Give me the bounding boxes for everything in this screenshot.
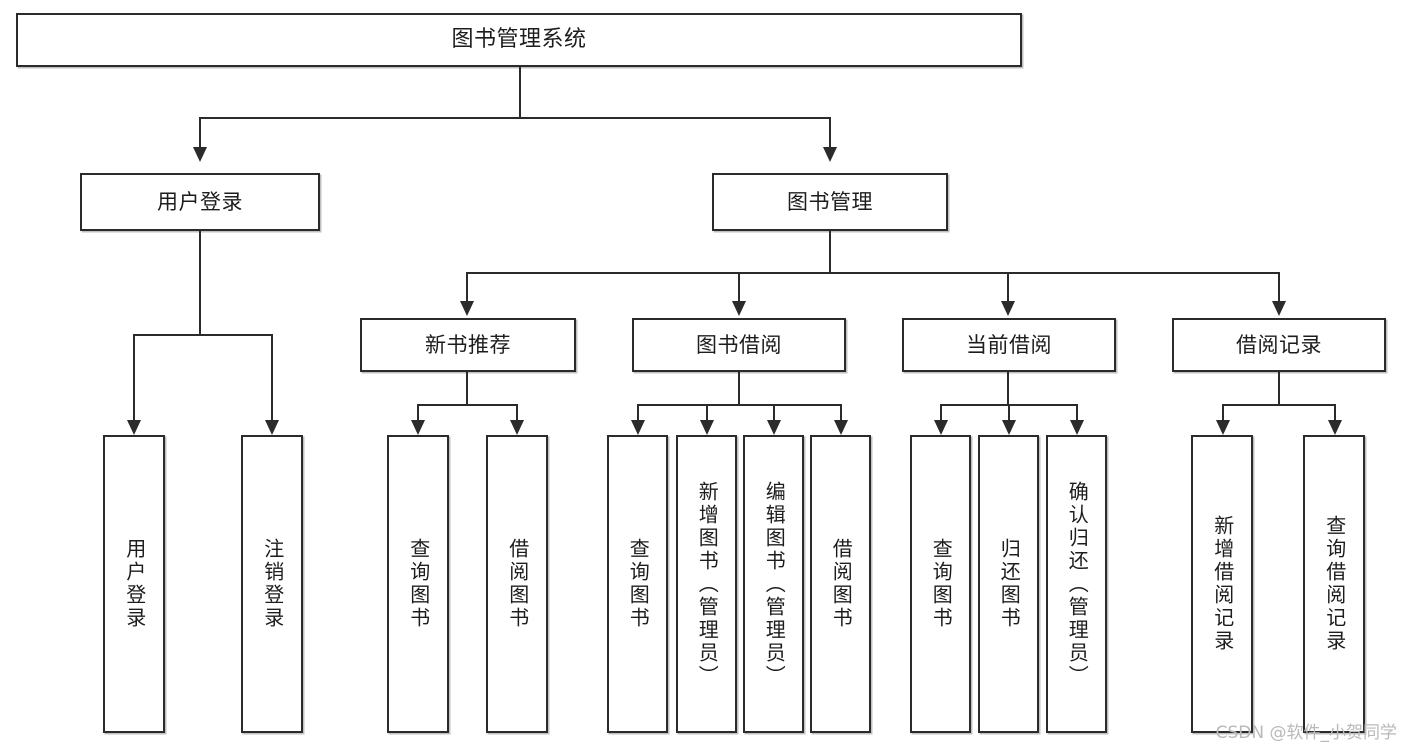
leaf-book-borrow-add[interactable]: 新增图书（管理员） bbox=[676, 435, 737, 733]
connector-user-login-to-leaf-1 bbox=[133, 334, 135, 420]
node-label: 图书借阅 bbox=[696, 332, 782, 357]
leaf-book-borrow-query[interactable]: 查询图书 bbox=[607, 435, 668, 733]
leaf-borrow-record-add[interactable]: 新增借阅记录 bbox=[1191, 435, 1253, 733]
arrow-book-borrow-to-leaf-4 bbox=[834, 420, 848, 435]
connector-root-bar bbox=[199, 117, 831, 119]
node-label: 当前借阅 bbox=[966, 332, 1052, 357]
leaf-user-login-login[interactable]: 用户登录 bbox=[103, 435, 165, 733]
node-label: 用户登录 bbox=[122, 538, 147, 630]
node-label: 查询借阅记录 bbox=[1322, 515, 1347, 653]
connector-book-borrow-to-leaf-1 bbox=[637, 404, 639, 422]
node-label: 编辑图书（管理员） bbox=[762, 480, 787, 688]
connector-borrow-record-stem bbox=[1278, 372, 1280, 405]
arrow-user-login-to-leaf-2 bbox=[265, 420, 279, 435]
connector-current-borrow-to-leaf-2 bbox=[1008, 404, 1010, 422]
arrow-new-book-to-leaf-2 bbox=[510, 420, 524, 435]
arrow-borrow-record-to-leaf-1 bbox=[1216, 420, 1230, 435]
connector-current-borrow-stem bbox=[1007, 372, 1009, 405]
connector-book-manage-to-current bbox=[1007, 272, 1009, 301]
node-label: 借阅记录 bbox=[1236, 332, 1322, 357]
leaf-new-book-query[interactable]: 查询图书 bbox=[387, 435, 449, 733]
arrow-user-login-to-leaf-1 bbox=[127, 420, 141, 435]
connector-root-to-user-login bbox=[199, 117, 201, 147]
connector-book-manage-to-new-book bbox=[466, 272, 468, 301]
csdn-watermark: CSDN @软件_小贺同学 bbox=[1215, 723, 1397, 743]
connector-new-book-bar bbox=[417, 404, 517, 406]
connector-book-borrow-to-leaf-2 bbox=[706, 404, 708, 422]
node-new-book-recommend[interactable]: 新书推荐 bbox=[360, 318, 576, 372]
connector-borrow-record-to-leaf-2 bbox=[1334, 404, 1336, 422]
connector-book-manage-bar bbox=[466, 272, 1280, 274]
node-book-management[interactable]: 图书管理 bbox=[712, 173, 948, 231]
connector-borrow-record-bar bbox=[1222, 404, 1336, 406]
arrow-book-borrow-to-leaf-2 bbox=[700, 420, 714, 435]
leaf-user-login-logout[interactable]: 注销登录 bbox=[241, 435, 303, 733]
node-label: 用户登录 bbox=[157, 189, 243, 214]
connector-book-manage-to-borrow bbox=[738, 272, 740, 301]
arrow-book-borrow-to-leaf-1 bbox=[631, 420, 645, 435]
node-root-library-system[interactable]: 图书管理系统 bbox=[16, 13, 1022, 67]
connector-book-borrow-to-leaf-3 bbox=[773, 404, 775, 422]
node-user-login[interactable]: 用户登录 bbox=[80, 173, 320, 231]
node-current-borrow[interactable]: 当前借阅 bbox=[902, 318, 1116, 372]
arrow-book-manage-to-new-book bbox=[460, 301, 474, 316]
node-label: 图书管理系统 bbox=[451, 27, 587, 53]
connector-book-borrow-bar bbox=[637, 404, 842, 406]
connector-new-book-to-leaf-2 bbox=[516, 404, 518, 422]
arrow-current-borrow-to-leaf-2 bbox=[1002, 420, 1016, 435]
arrow-book-manage-to-current bbox=[1001, 301, 1015, 316]
arrow-book-manage-to-borrow bbox=[732, 301, 746, 316]
connector-root-to-book-manage bbox=[829, 117, 831, 147]
leaf-current-borrow-query[interactable]: 查询图书 bbox=[910, 435, 971, 733]
node-label: 确认归还（管理员） bbox=[1065, 480, 1090, 688]
node-label: 查询图书 bbox=[406, 538, 431, 630]
arrow-book-manage-to-record bbox=[1272, 301, 1286, 316]
connector-borrow-record-to-leaf-1 bbox=[1222, 404, 1224, 422]
node-label: 注销登录 bbox=[260, 538, 285, 630]
connector-user-login-bar bbox=[133, 334, 272, 336]
leaf-current-borrow-return[interactable]: 归还图书 bbox=[978, 435, 1039, 733]
node-label: 新书推荐 bbox=[425, 332, 511, 357]
arrow-root-to-book-manage bbox=[823, 147, 837, 162]
connector-root-stem bbox=[519, 67, 521, 118]
connector-book-manage-stem bbox=[829, 231, 831, 273]
connector-current-borrow-to-leaf-1 bbox=[940, 404, 942, 422]
leaf-borrow-record-query[interactable]: 查询借阅记录 bbox=[1303, 435, 1365, 733]
leaf-new-book-borrow[interactable]: 借阅图书 bbox=[486, 435, 548, 733]
connector-user-login-stem bbox=[199, 231, 201, 335]
node-label: 图书管理 bbox=[787, 189, 873, 214]
node-label: 查询图书 bbox=[929, 538, 954, 630]
node-label: 新增借阅记录 bbox=[1210, 515, 1235, 653]
leaf-book-borrow-borrow[interactable]: 借阅图书 bbox=[810, 435, 871, 733]
connector-current-borrow-to-leaf-3 bbox=[1076, 404, 1078, 422]
connector-book-manage-to-record bbox=[1278, 272, 1280, 301]
connector-book-borrow-stem bbox=[738, 372, 740, 405]
node-label: 新增图书（管理员） bbox=[695, 480, 720, 688]
arrow-current-borrow-to-leaf-3 bbox=[1070, 420, 1084, 435]
node-book-borrow[interactable]: 图书借阅 bbox=[632, 318, 846, 372]
arrow-new-book-to-leaf-1 bbox=[411, 420, 425, 435]
node-borrow-record[interactable]: 借阅记录 bbox=[1172, 318, 1386, 372]
node-label: 借阅图书 bbox=[829, 538, 854, 630]
node-label: 归还图书 bbox=[997, 538, 1022, 630]
connector-book-borrow-to-leaf-4 bbox=[840, 404, 842, 422]
connector-user-login-to-leaf-2 bbox=[271, 334, 273, 420]
leaf-book-borrow-edit[interactable]: 编辑图书（管理员） bbox=[743, 435, 804, 733]
arrow-borrow-record-to-leaf-2 bbox=[1328, 420, 1342, 435]
node-label: 查询图书 bbox=[626, 538, 651, 630]
connector-new-book-to-leaf-1 bbox=[417, 404, 419, 422]
connector-new-book-stem bbox=[466, 372, 468, 405]
node-label: 借阅图书 bbox=[505, 538, 530, 630]
leaf-current-borrow-confirm[interactable]: 确认归还（管理员） bbox=[1046, 435, 1107, 733]
arrow-current-borrow-to-leaf-1 bbox=[934, 420, 948, 435]
arrow-book-borrow-to-leaf-3 bbox=[767, 420, 781, 435]
arrow-root-to-user-login bbox=[193, 147, 207, 162]
